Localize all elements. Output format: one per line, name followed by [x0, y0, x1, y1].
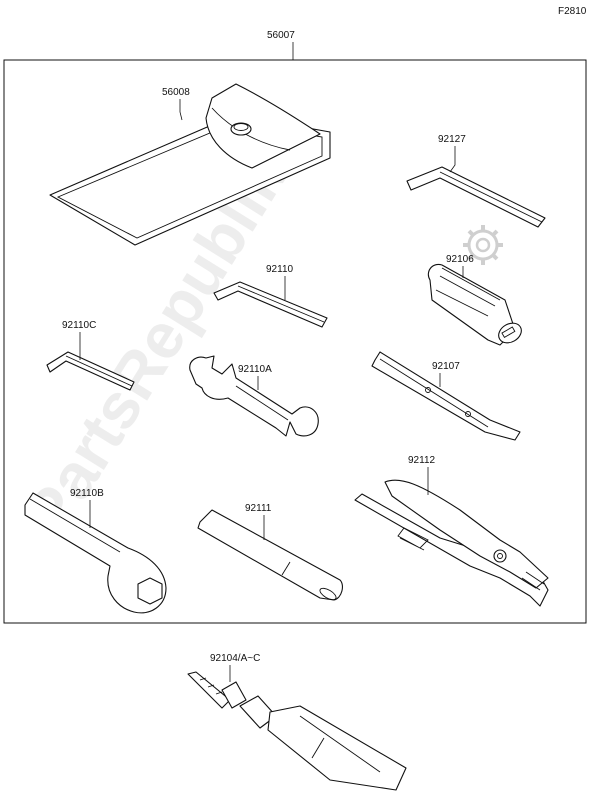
pliers[interactable]: [354, 479, 549, 607]
label-92112: 92112: [408, 455, 436, 466]
figure-code: F2810: [558, 6, 587, 17]
label-92110C: 92110C: [62, 320, 96, 331]
hex-key-small[interactable]: [46, 351, 135, 391]
handle-bar[interactable]: [197, 509, 343, 602]
label-92110: 92110: [266, 264, 294, 275]
label-56007: 56007: [267, 30, 295, 41]
label-56008: 56008: [162, 87, 190, 98]
label-92107: 92107: [432, 361, 460, 372]
plug-driver[interactable]: [427, 263, 525, 346]
gear-logo-icon: [463, 225, 503, 265]
leader-56008: [179, 99, 183, 121]
tire-plug-kit[interactable]: [187, 671, 407, 791]
label-92104: 92104/A~C: [210, 653, 260, 664]
screwdriver-bar[interactable]: [371, 351, 521, 441]
hex-key-large[interactable]: [406, 166, 546, 228]
label-92110A: 92110A: [238, 364, 272, 375]
ring-wrench[interactable]: [24, 492, 167, 614]
label-92110B: 92110B: [70, 488, 104, 499]
tool-case[interactable]: [49, 83, 331, 246]
label-92127: 92127: [438, 134, 466, 145]
open-end-wrench[interactable]: [189, 355, 319, 437]
label-92106: 92106: [446, 254, 474, 265]
leader-92127: [449, 146, 456, 173]
label-92111: 92111: [245, 503, 272, 514]
hex-key-medium[interactable]: [213, 281, 328, 328]
tool-kit-frame: [3, 59, 587, 624]
